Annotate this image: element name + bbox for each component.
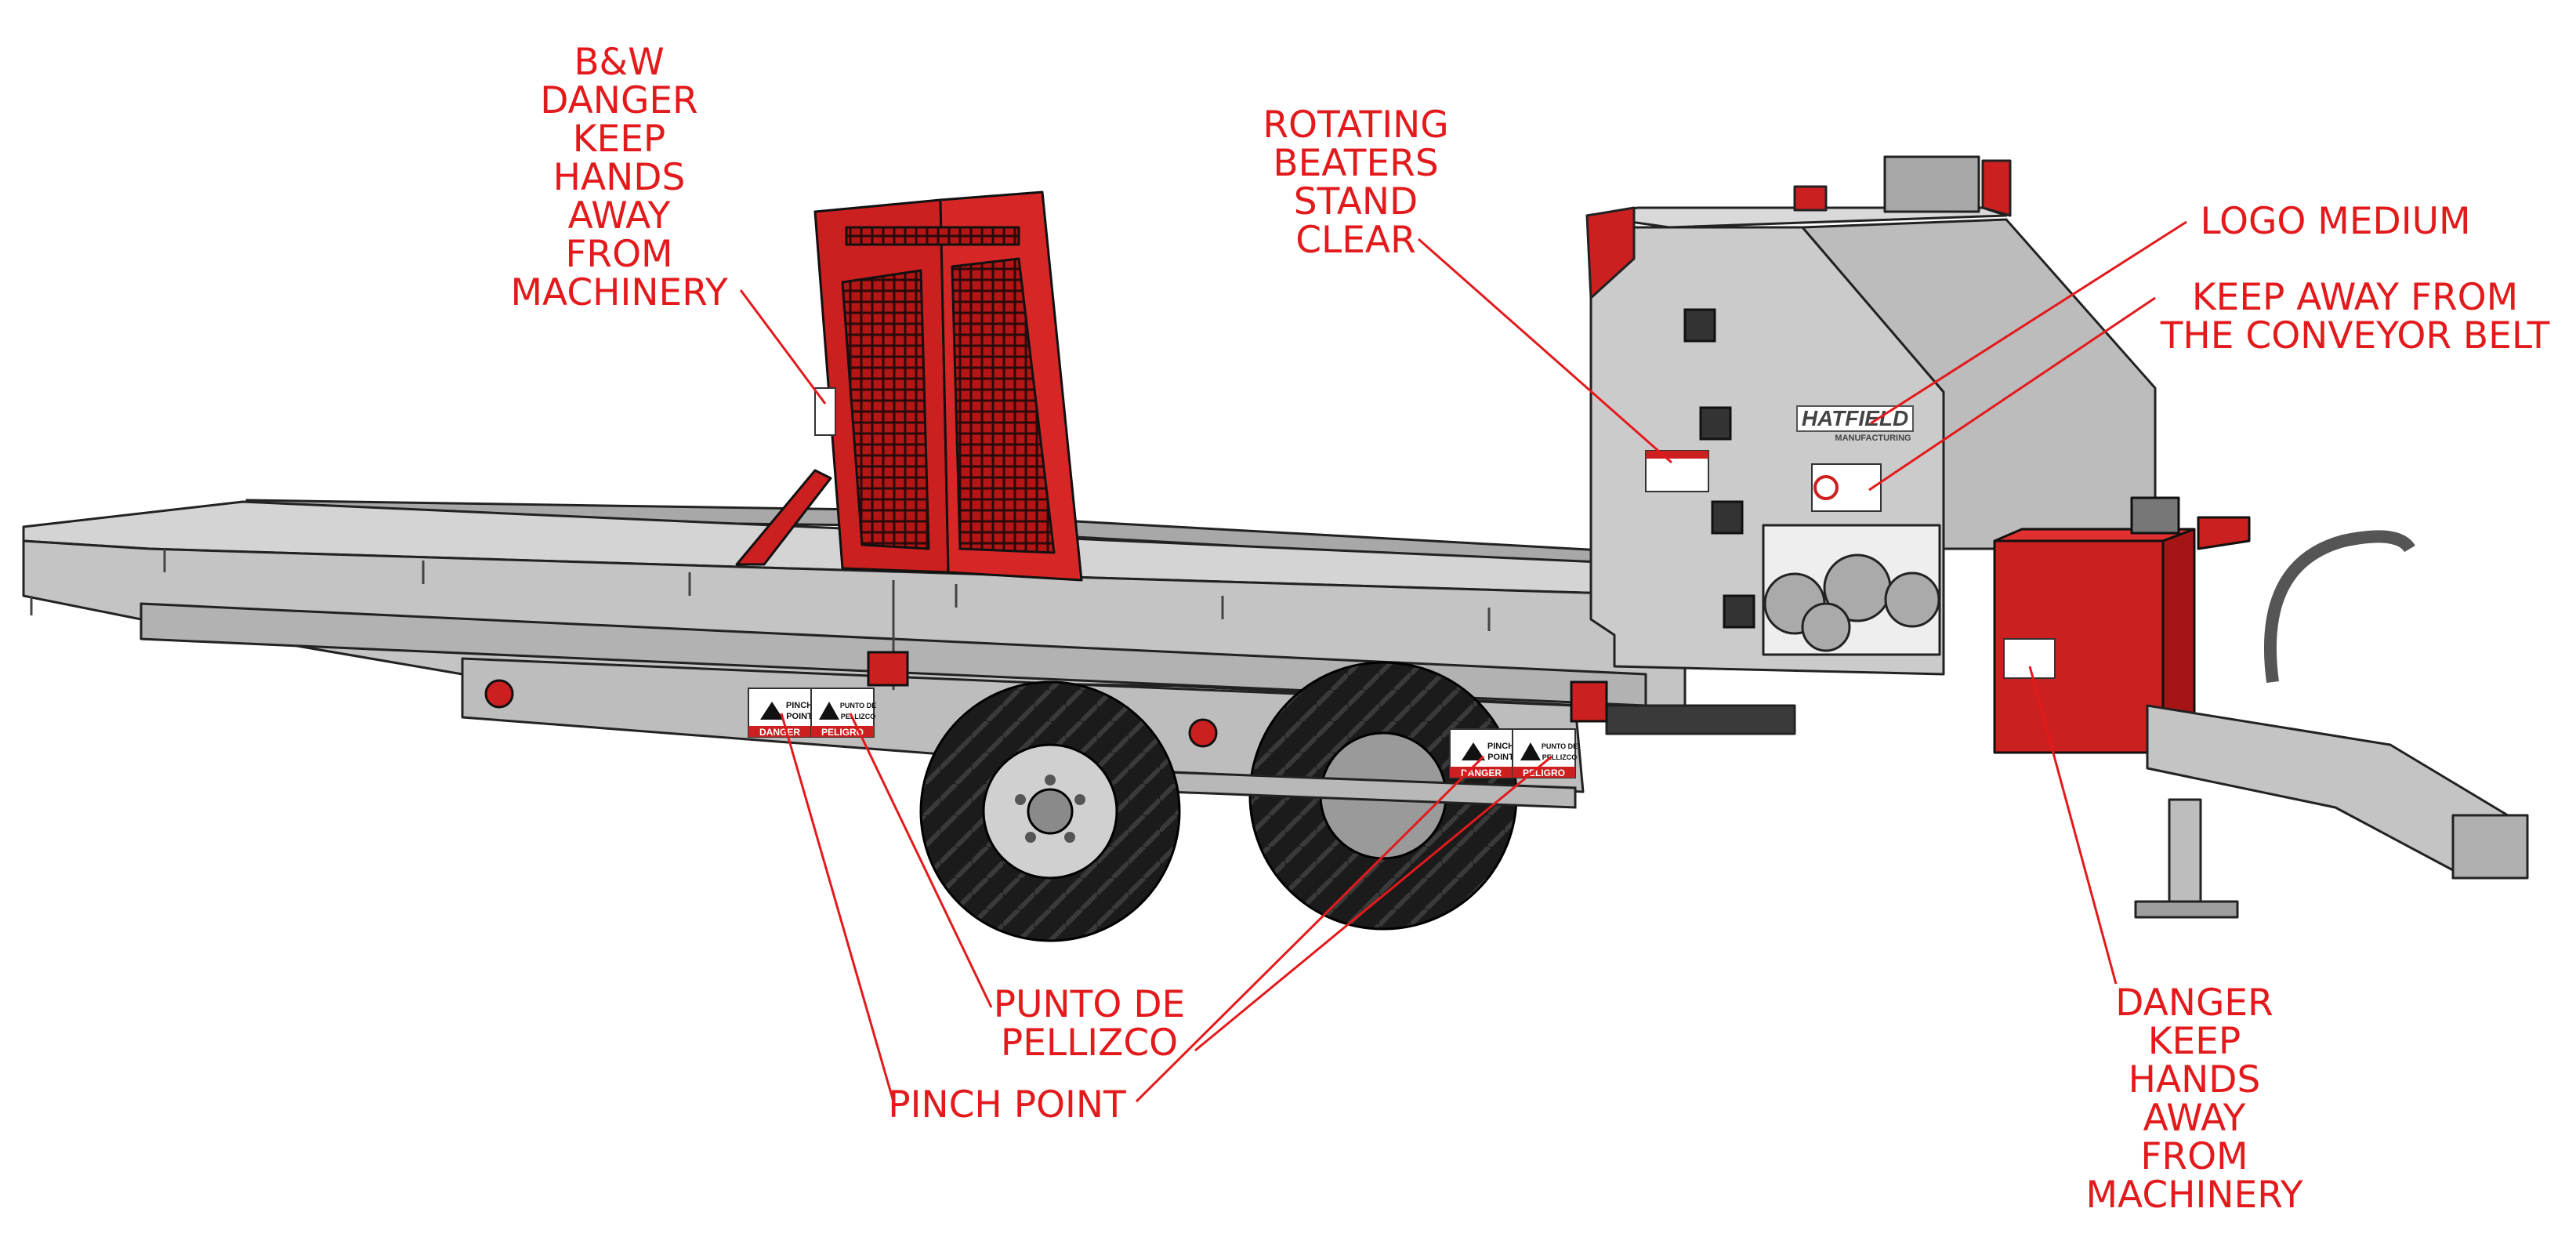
leader-danger-right xyxy=(2028,666,2118,985)
jack-foot xyxy=(2134,900,2239,919)
gate-left-mesh xyxy=(841,269,930,550)
gate-brace xyxy=(735,469,832,566)
callout-danger-hands-right: DANGER KEEP HANDS AWAY FROM MACHINERY xyxy=(2085,982,2303,1217)
hose-support-hoop xyxy=(2264,530,2415,684)
hitch-plate xyxy=(2451,814,2529,880)
pinch-point-decal-en-left: PINCH POINT DANGER xyxy=(748,688,813,738)
svg-text:PINCH: PINCH xyxy=(1487,742,1514,751)
leader-bw-danger xyxy=(739,289,827,405)
gate-right-mesh xyxy=(951,257,1056,554)
housing-top-motor xyxy=(1883,155,1980,213)
frame-red-tab-left xyxy=(867,651,909,687)
rotating-beaters xyxy=(1763,553,1940,652)
svg-text:PUNTO DE: PUNTO DE xyxy=(1542,742,1578,750)
pinch-point-decal-en-right: PINCH POINT DANGER xyxy=(1449,728,1514,778)
pinch-point-decal-es-right: PUNTO DE PELLIZCO PELIGRO xyxy=(1512,728,1578,778)
svg-text:PINCH: PINCH xyxy=(786,701,813,710)
leader-rotating-beaters xyxy=(1418,238,1672,464)
leader-pinch-1 xyxy=(780,713,895,1102)
loading-gate xyxy=(735,191,1083,582)
svg-text:PELIGRO: PELIGRO xyxy=(821,727,864,738)
svg-text:PELLIZCO: PELLIZCO xyxy=(1542,753,1578,761)
svg-text:POINT: POINT xyxy=(1487,753,1514,762)
leader-punto-1 xyxy=(849,713,993,1008)
svg-text:DANGER: DANGER xyxy=(759,727,800,738)
callout-logo-medium: LOGO MEDIUM xyxy=(2200,200,2471,243)
housing-red-corner-left xyxy=(1585,206,1636,299)
leader-pinch-2 xyxy=(1135,755,1485,1103)
no-entry-icon xyxy=(1813,475,1839,500)
housing-red-corner-right xyxy=(1981,159,2012,217)
callout-rotating-beaters: ROTATING BEATERS STAND CLEAR xyxy=(1263,103,1449,262)
pto-shaft xyxy=(1605,704,1796,735)
callout-punto-de-pellizco: PUNTO DE PELLIZCO xyxy=(993,983,1186,1065)
logo-subtext: MANUFACTURING xyxy=(1835,434,1911,443)
hatfield-logo: HATFIELD MANUFACTURING xyxy=(1796,405,1914,443)
callout-pinch-point: PINCH POINT xyxy=(888,1083,1126,1127)
pinch-point-decal-es-left: PUNTO DE PELLIZCO PELIGRO xyxy=(810,688,876,738)
bearing-blocks xyxy=(1683,308,1755,629)
svg-text:PUNTO DE: PUNTO DE xyxy=(840,702,876,709)
conveyor-warning-decal xyxy=(1811,463,1882,512)
tank-filler-cap xyxy=(2130,496,2180,535)
tank-bracket xyxy=(2197,516,2251,550)
leader-logo-medium xyxy=(1870,220,2187,425)
callout-bw-danger: B&W DANGER KEEP HANDS AWAY FROM MACHINER… xyxy=(510,41,728,314)
jack-stand xyxy=(2168,798,2202,903)
leader-lines xyxy=(739,220,2187,1103)
housing-top-small-red xyxy=(1793,185,1828,212)
tank-decal xyxy=(2003,638,2056,679)
frame-red-tab-right xyxy=(1570,680,1608,723)
svg-text:PELIGRO: PELIGRO xyxy=(1523,767,1565,778)
front-wheel xyxy=(919,680,1181,942)
rear-reflector xyxy=(484,679,514,709)
leader-keep-away-conveyor xyxy=(1868,296,2156,492)
callout-keep-away-conveyor: KEEP AWAY FROM THE CONVEYOR BELT xyxy=(2160,276,2550,357)
gate-top-mesh xyxy=(845,226,1020,246)
svg-text:PELLIZCO: PELLIZCO xyxy=(841,713,876,720)
hydraulic-tank xyxy=(1993,496,2251,754)
leader-punto-2 xyxy=(1194,755,1552,1052)
svg-text:POINT: POINT xyxy=(786,712,813,721)
side-reflector xyxy=(1188,718,1218,748)
